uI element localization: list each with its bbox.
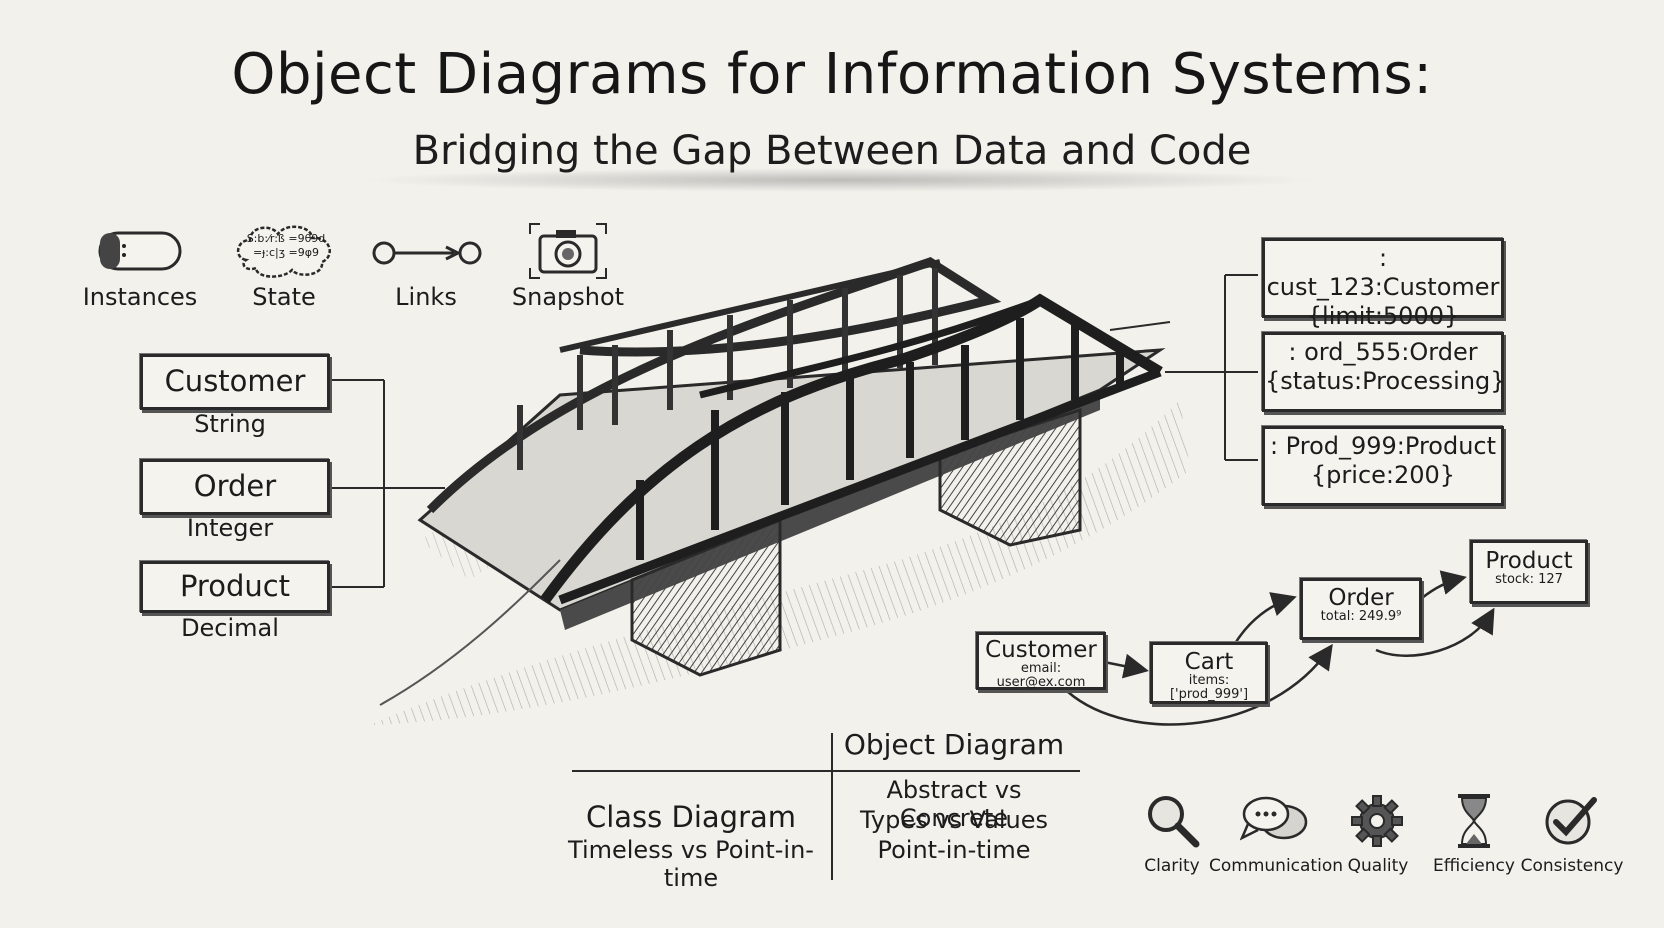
concept-label-state: State: [252, 283, 316, 311]
flow-box-customer: Customer email: user@ex.com: [976, 632, 1106, 690]
magnifier-icon: [1142, 790, 1202, 854]
benefit-label-quality: Quality: [1347, 856, 1409, 876]
flow-attr-cart: items:['prod_999']: [1169, 673, 1249, 702]
instance-pill-icon: [96, 228, 186, 278]
class-diagram-heading: Class Diagram: [585, 800, 797, 834]
class-box-order: Order: [140, 459, 330, 515]
benefit-label-clarity: Clarity: [1144, 856, 1200, 876]
flow-name-order: Order: [1328, 585, 1394, 611]
class-type-product: Decimal: [181, 614, 279, 642]
flow-attr-product: stock: 127: [1495, 572, 1563, 588]
instance-line-order-1: : ord_555:Order: [1288, 338, 1478, 366]
class-name-order: Order: [193, 469, 277, 503]
page-title: Object Diagrams for Information Systems:: [231, 42, 1433, 107]
instance-box-customer: : cust_123:Customer {limit:5000}: [1262, 238, 1504, 330]
speech-bubbles-icon: [1239, 794, 1310, 852]
instance-connector-lines: [1109, 274, 1258, 461]
flow-box-cart: Cart items:['prod_999']: [1150, 642, 1268, 704]
object-point-2: Types vs Values: [859, 806, 1048, 834]
bridge-illustration: [370, 257, 1190, 725]
state-cloud-line-2: =ɟ:c|ʒ =9φ9: [252, 246, 320, 259]
class-name-customer: Customer: [164, 364, 306, 398]
page-subtitle: Bridging the Gap Between Data and Code: [412, 128, 1252, 174]
class-box-customer: Customer: [140, 354, 330, 410]
benefit-label-consistency: Consistency: [1520, 856, 1624, 876]
instance-line-customer-1: : cust_123:Customer: [1266, 244, 1500, 301]
class-type-order: Integer: [186, 514, 274, 542]
flow-box-product: Product stock: 127: [1470, 540, 1588, 604]
comparison-divider: [572, 733, 1080, 880]
instance-line-customer-2: {limit:5000}: [1306, 302, 1460, 330]
benefit-label-communication: Communication: [1209, 856, 1343, 876]
camera-icon: [526, 220, 610, 286]
instance-box-order: : ord_555:Order {status:Processing}: [1262, 332, 1506, 412]
concept-label-instances: Instances: [82, 283, 198, 311]
concept-label-snapshot: Snapshot: [511, 283, 625, 311]
flow-name-product: Product: [1485, 548, 1573, 574]
class-name-product: Product: [179, 569, 291, 603]
flow-name-cart: Cart: [1184, 649, 1234, 675]
flow-arrows: [1067, 570, 1495, 726]
gear-icon: [1350, 794, 1404, 852]
object-point-3: Point-in-time: [877, 836, 1031, 864]
instance-line-product-1: : Prod_999:Product: [1269, 432, 1497, 460]
instance-line-order-2: {status:Processing}: [1265, 367, 1506, 395]
instance-box-product: : Prod_999:Product {price:200}: [1262, 426, 1504, 506]
hourglass-icon: [1454, 792, 1494, 854]
flow-attr-order: total: 249.9⁹: [1320, 609, 1402, 625]
checkmark-icon: [1544, 794, 1600, 852]
class-box-product: Product: [140, 561, 330, 613]
object-diagram-heading: Object Diagram: [843, 728, 1065, 761]
link-arrow-icon: [370, 238, 486, 272]
object-point-1: Abstract vs Concrete: [886, 776, 1022, 832]
flow-name-customer: Customer: [985, 637, 1097, 663]
benefit-label-efficiency: Efficiency: [1433, 856, 1515, 876]
subtitle-underline-smudge: [360, 168, 1320, 192]
class-connector-lines: [328, 379, 445, 588]
class-diagram-subtitle: Timeless vs Point-in-time: [568, 836, 814, 892]
class-type-customer: String: [194, 410, 266, 438]
concept-label-links: Links: [395, 283, 457, 311]
state-cloud-icon: [232, 220, 338, 284]
state-cloud-line-1: S:b:⁄r:ß =9θ9d: [246, 232, 326, 245]
flow-attr-customer: email: user@ex.com: [996, 661, 1086, 690]
instance-line-product-2: {price:200}: [1310, 461, 1456, 489]
flow-box-order: Order total: 249.9⁹: [1300, 578, 1422, 640]
state-cloud-text: S:b:⁄r:ß =9θ9d =ɟ:c|ʒ =9φ9: [244, 232, 328, 260]
